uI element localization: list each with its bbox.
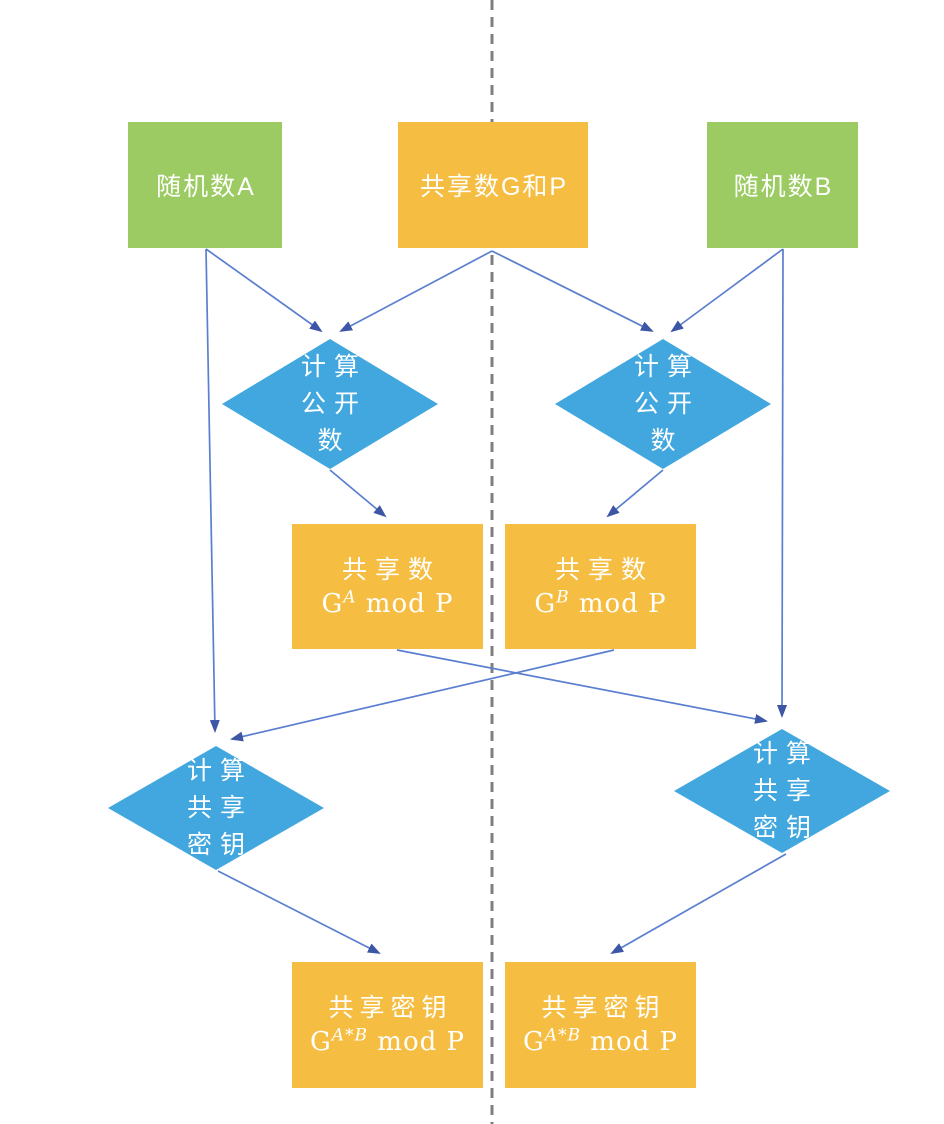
shared-key-right-title: 共享密钥 [541,994,666,1022]
random-number-b-box: 随机数B [707,122,858,248]
shared-key-left-title: 共享密钥 [328,994,453,1022]
arrow-randomA-to-calc-public-left [205,248,323,333]
shared-number-gb-formula: GB mod P [534,587,666,621]
shared-number-gb-box: 共享数 GB mod P [505,524,696,649]
formula-base: G [534,588,557,619]
arrow-calc-public-left-to-sharedGA [329,469,387,518]
arrow-sharedGB-to-calc-key-left [230,649,615,742]
formula-rest: mod P [356,588,454,619]
shared-number-gb-title: 共享数 [554,555,654,584]
arrow-sharedGA-to-calc-key-right [396,649,768,724]
shared-key-left-formula: GA*B mod P [310,1025,465,1059]
formula-sup: B [556,586,570,607]
calc-key-left-diamond [108,746,324,870]
arrow-randomB-to-calc-key-right [777,248,788,718]
shared-number-ga-formula: GA mod P [321,587,453,621]
connector-arrows [205,248,788,954]
arrow-sharedGP-to-calc-public-left [339,250,493,332]
arrow-randomB-to-calc-public-right [670,248,784,333]
formula-base: G [309,1027,332,1057]
formula-base: G [522,1027,545,1057]
random-number-a-label: 随机数A [156,173,256,201]
arrow-calc-public-right-to-sharedGB [606,469,664,518]
formula-sup: A*B [544,1025,582,1046]
arrow-randomA-to-calc-key-left [205,248,220,733]
calc-public-right-diamond [555,339,771,469]
formula-sup: A [343,586,357,607]
shared-g-and-p-label: 共享数G和P [419,173,569,201]
arrow-calc-key-left-to-key-left [217,870,381,954]
calc-public-left-diamond [222,339,438,469]
formula-rest: mod P [368,1027,466,1057]
formula-base: G [321,588,344,619]
formula-sup: A*B [331,1025,369,1046]
random-number-a-box: 随机数A [128,122,282,248]
arrow-sharedGP-to-calc-public-right [491,250,654,332]
shared-key-right-box: 共享密钥 GA*B mod P [505,962,696,1088]
shared-number-ga-box: 共享数 GA mod P [292,524,483,649]
shared-g-and-p-box: 共享数G和P [398,122,588,248]
shared-number-ga-title: 共享数 [341,555,441,584]
calc-key-right-diamond [674,729,890,853]
formula-rest: mod P [581,1027,679,1057]
arrow-calc-key-right-to-key-right [610,853,787,954]
shared-key-left-box: 共享密钥 GA*B mod P [292,962,483,1088]
shared-key-right-formula: GA*B mod P [523,1025,678,1059]
formula-rest: mod P [569,588,667,619]
random-number-b-label: 随机数B [733,173,834,201]
